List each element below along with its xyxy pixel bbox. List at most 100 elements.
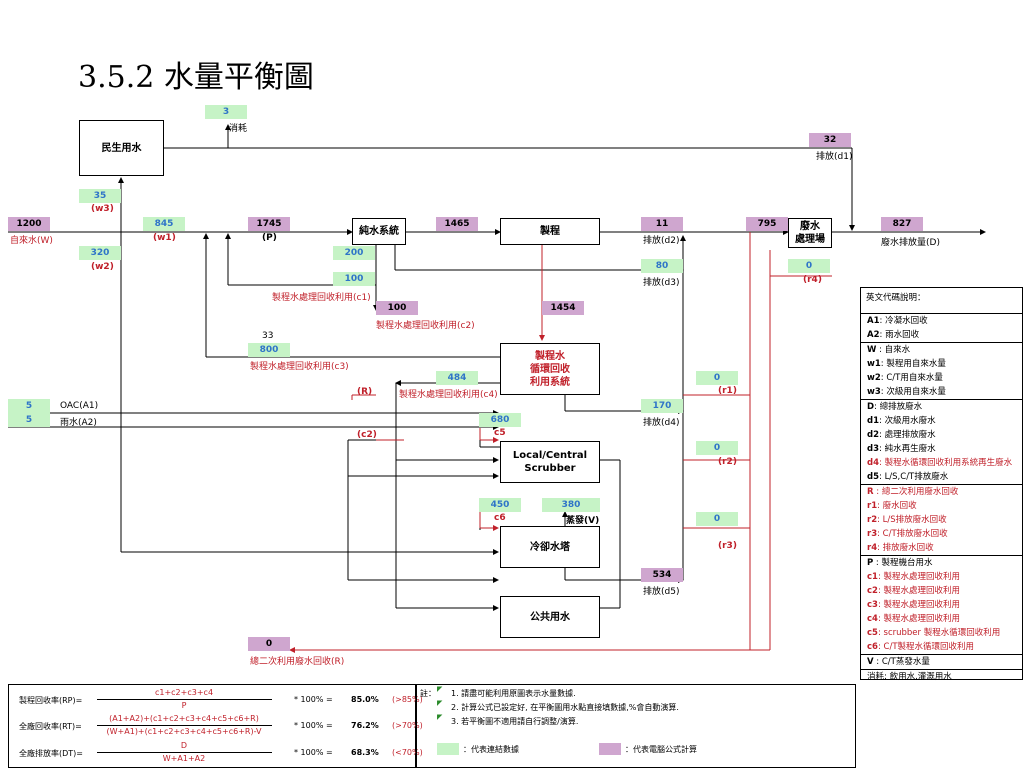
legend-desc: : 次級用自來水量 [880, 387, 946, 397]
formula-row: 全廠排放率(DT)= D W+A1+A2 * 100% = 68.3% (<70… [9, 740, 423, 766]
label-c2b: (c2) [357, 430, 377, 440]
label-d2: 排放(d2) [643, 236, 680, 246]
legend-desc: : 總排放廢水 [874, 402, 923, 412]
value-A1: 5 [8, 399, 50, 413]
value-c2: 100 [376, 301, 418, 315]
legend-header: 英文代碼說明： [861, 288, 1022, 314]
note-item: 2. 計算公式已設定好, 在平衡圖用水點直接填數據,%會自動演算. [451, 703, 679, 712]
legend-desc: : 製程機台用水 [873, 558, 933, 568]
legend-code: W [867, 345, 877, 355]
page-title: 3.5.2 水量平衡圖 [78, 60, 314, 95]
legend-row: d3: 純水再生廢水 [861, 442, 1022, 456]
formula-numerator: (A1+A2)+(c1+c2+c3+c4+c5+c6+R) [109, 714, 259, 723]
value-d4: 170 [641, 399, 683, 413]
legend-row: r3: C/T排放廢水回收 [861, 527, 1022, 541]
legend-desc: : 製程水處理回收利用 [877, 600, 961, 610]
legend-row: W : 自來水 [861, 342, 1022, 357]
legend-desc: : 製程水循環回收利用系統再生廢水 [879, 458, 1013, 468]
legend-code: c3 [867, 600, 878, 610]
legend-row: d5: L/S,C/T排放廢水 [861, 470, 1022, 484]
purple-swatch [599, 743, 621, 755]
formula-denominator: P [181, 701, 187, 710]
label-c6: c6 [494, 513, 506, 523]
label-r4: (r4) [803, 275, 822, 285]
legend-desc: : 自來水 [876, 345, 911, 355]
legend-desc: : 總二次利用廢水回收 [873, 487, 959, 497]
value-P: 1745 [248, 217, 290, 231]
legend-code: A2 [867, 330, 880, 340]
legend-desc: : L/S排放廢水回收 [877, 515, 947, 525]
label-d5: 排放(d5) [643, 587, 680, 597]
legend-code: w3 [867, 387, 881, 397]
legend-code: c4 [867, 614, 878, 624]
value-W: 1200 [8, 217, 50, 231]
legend-code: w2 [867, 373, 881, 383]
legend-code: r4 [867, 543, 878, 553]
label-r2: (r2) [718, 457, 737, 467]
value-c4: 484 [436, 371, 478, 385]
pure-water-system-box: 純水系統 [352, 218, 406, 245]
label-r3: (r3) [718, 541, 737, 551]
purple-legend-label: ：代表電腦公式計算 [625, 745, 697, 754]
label-w2: (w2) [91, 262, 114, 272]
label-consume: 消耗 [229, 124, 248, 134]
note-item: 1. 請盡可能利用原圖表示水量數據. [451, 689, 576, 698]
legend-desc: : 廢水回收 [877, 501, 917, 511]
value-w1: 845 [143, 217, 185, 231]
formula-multiplier: * 100% = [294, 695, 333, 704]
wastewater-plant-box: 廢水 處理場 [788, 218, 832, 248]
label-w3: (w3) [91, 204, 114, 214]
cooling-tower-box: 冷卻水塔 [500, 526, 600, 568]
legend-desc: : 排放廢水回收 [877, 543, 934, 553]
legend-code: d4 [867, 458, 879, 468]
value-D: 827 [881, 217, 923, 231]
legend-row: d2: 處理排放廢水 [861, 428, 1022, 442]
legend-row: d1: 次級用水廢水 [861, 414, 1022, 428]
value-d5: 534 [641, 568, 683, 582]
value-33: 33 [262, 331, 274, 341]
value-wwtp-in: 795 [746, 217, 788, 231]
legend-row: V : C/T蒸發水量 [861, 654, 1022, 669]
formula-name: 全廠排放率(DT)= [19, 749, 83, 758]
formula-multiplier: * 100% = [294, 748, 333, 757]
legend-code: V [867, 657, 874, 667]
legend-row: c2: 製程水處理回收利用 [861, 584, 1022, 598]
scrubber-box: Local/Central Scrubber [500, 441, 600, 483]
value-c5: 680 [479, 413, 521, 427]
label-r1: (r1) [718, 386, 737, 396]
formula-row: 全廠回收率(RT)= (A1+A2)+(c1+c2+c3+c4+c5+c6+R)… [9, 713, 423, 739]
value-A2: 5 [8, 413, 50, 427]
legend-row: P : 製程機台用水 [861, 555, 1022, 570]
legend-code: r2 [867, 515, 878, 525]
legend-desc: : L/S,C/T排放廢水 [879, 472, 949, 482]
formula-multiplier: * 100% = [294, 721, 333, 730]
label-P: (P) [262, 233, 277, 243]
green-legend-label: ：代表連結數據 [463, 745, 519, 754]
formula-result: 85.0% [351, 695, 379, 704]
formula-row: 製程回收率(RP)= c1+c2+c3+c4 P * 100% = 85.0% … [9, 687, 423, 713]
process-box: 製程 [500, 218, 600, 245]
legend-desc: : 製程用自來水量 [880, 359, 946, 369]
label-R-total: 總二次利用廢水回收(R) [250, 657, 345, 667]
formula-threshold: (<70%) [392, 748, 423, 757]
legend-code: r3 [867, 529, 878, 539]
legend-desc: : 雨水回收 [879, 330, 920, 340]
legend-row: r4: 排放廢水回收 [861, 541, 1022, 555]
label-d1: 排放(d1) [816, 152, 853, 162]
legend-row: c1: 製程水處理回收利用 [861, 570, 1022, 584]
formula-name: 製程回收率(RP)= [19, 696, 83, 705]
legend-row: r2: L/S排放廢水回收 [861, 513, 1022, 527]
legend-desc: 消耗: 飲用水,灌溉用水 [867, 672, 952, 682]
value-c3: 800 [248, 343, 290, 357]
legend-row: r1: 廢水回收 [861, 499, 1022, 513]
label-c5: c5 [494, 428, 506, 438]
formula-numerator: c1+c2+c3+c4 [154, 688, 214, 697]
value-d1: 32 [809, 133, 851, 147]
label-D: 廢水排放量(D) [881, 238, 940, 248]
value-pure-out: 1465 [436, 217, 478, 231]
value-r1: 0 [696, 371, 738, 385]
formula-denominator: (W+A1)+(c1+c2+c3+c4+c5+c6+R)-V [106, 727, 262, 736]
legend-desc: : scrubber 製程水循環回收利用 [877, 628, 1001, 638]
